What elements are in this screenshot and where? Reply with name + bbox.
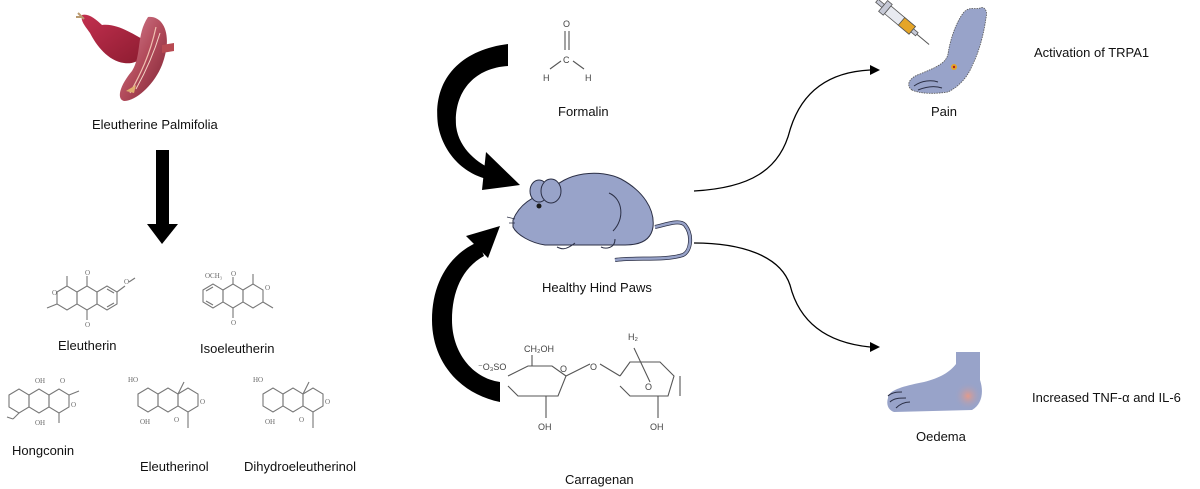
- outcome-label-pain: Pain: [931, 104, 958, 119]
- svg-text:O: O: [60, 377, 65, 385]
- svg-text:OH: OH: [538, 422, 552, 432]
- svg-text:O: O: [85, 269, 90, 277]
- carragenan-label: Carragenan: [565, 472, 634, 487]
- svg-text:O: O: [174, 416, 179, 424]
- svg-text:O: O: [265, 284, 270, 292]
- svg-text:HO: HO: [253, 376, 263, 384]
- formalin-label: Formalin: [558, 104, 609, 119]
- mechanism-label-pain: Activation of TRPA1: [1034, 45, 1150, 60]
- svg-text:O: O: [124, 278, 129, 286]
- pain-foot-syringe-image: [875, 0, 987, 94]
- svg-text:O: O: [71, 401, 76, 409]
- oedema-foot-image: [887, 352, 982, 412]
- svg-text:O: O: [231, 270, 236, 278]
- mechanism-label-oedema: Increased TNF-α and IL-6: [1032, 390, 1181, 405]
- svg-text:OH: OH: [650, 422, 664, 432]
- compound-label-hongconin: Hongconin: [12, 443, 75, 458]
- svg-text:O: O: [560, 364, 567, 374]
- eleutherinol-structure: HO OH O O: [128, 376, 205, 428]
- atom-o3so: ⁻O₃SO: [478, 362, 506, 372]
- mouse-image: [506, 172, 692, 262]
- svg-text:O: O: [590, 362, 597, 372]
- pain-pathway-arrow: [693, 65, 880, 192]
- svg-text:OCH₃: OCH₃: [205, 272, 223, 280]
- atom-ch2oh: CH₂OH: [524, 344, 554, 354]
- atom-o: O: [563, 19, 570, 29]
- oedema-pathway-arrow: [693, 242, 880, 352]
- down-arrow: [147, 150, 178, 244]
- dihydroeleutherinol-structure: HO OH O O: [253, 376, 330, 428]
- svg-text:O: O: [85, 321, 90, 329]
- atom-h1: H: [543, 73, 550, 83]
- svg-text:OH: OH: [265, 418, 275, 426]
- svg-text:O: O: [231, 319, 236, 327]
- atom-h2: H: [585, 73, 592, 83]
- svg-text:OH: OH: [140, 418, 150, 426]
- compound-label-eleutherin: Eleutherin: [58, 338, 117, 353]
- formalin-structure: O C H H: [543, 19, 592, 83]
- svg-text:O: O: [299, 416, 304, 424]
- svg-text:O: O: [52, 289, 57, 297]
- svg-text:O: O: [325, 398, 330, 406]
- carragenan-structure: ⁻O₃SO CH₂OH O OH O H₂ O OH: [478, 332, 681, 432]
- atom-c: C: [563, 55, 570, 65]
- compound-label-eleutherinol: Eleutherinol: [140, 459, 209, 474]
- compound-label-isoeleutherin: Isoeleutherin: [200, 341, 275, 356]
- svg-text:OH: OH: [35, 377, 45, 385]
- plant-label: Eleutherine Palmifolia: [92, 117, 218, 132]
- svg-text:HO: HO: [128, 376, 138, 384]
- atom-h2: H₂: [628, 332, 638, 342]
- isoeleutherin-structure: OCH₃ O O O: [202, 270, 274, 327]
- compound-label-dihydroeleutherinol: Dihydroeleutherinol: [244, 459, 357, 474]
- eleutherine-bulb-image: [76, 12, 174, 101]
- outcome-label-oedema: Oedema: [916, 429, 966, 444]
- carragenan-curved-arrow: [432, 226, 500, 402]
- subject-label: Healthy Hind Paws: [542, 280, 652, 295]
- svg-text:O: O: [200, 398, 205, 406]
- svg-text:OH: OH: [35, 419, 45, 427]
- eleutherin-structure: O O O O: [46, 269, 136, 329]
- formalin-curved-arrow: [437, 44, 520, 190]
- svg-text:O: O: [645, 382, 652, 392]
- hongconin-structure: OH OH O O: [6, 377, 80, 427]
